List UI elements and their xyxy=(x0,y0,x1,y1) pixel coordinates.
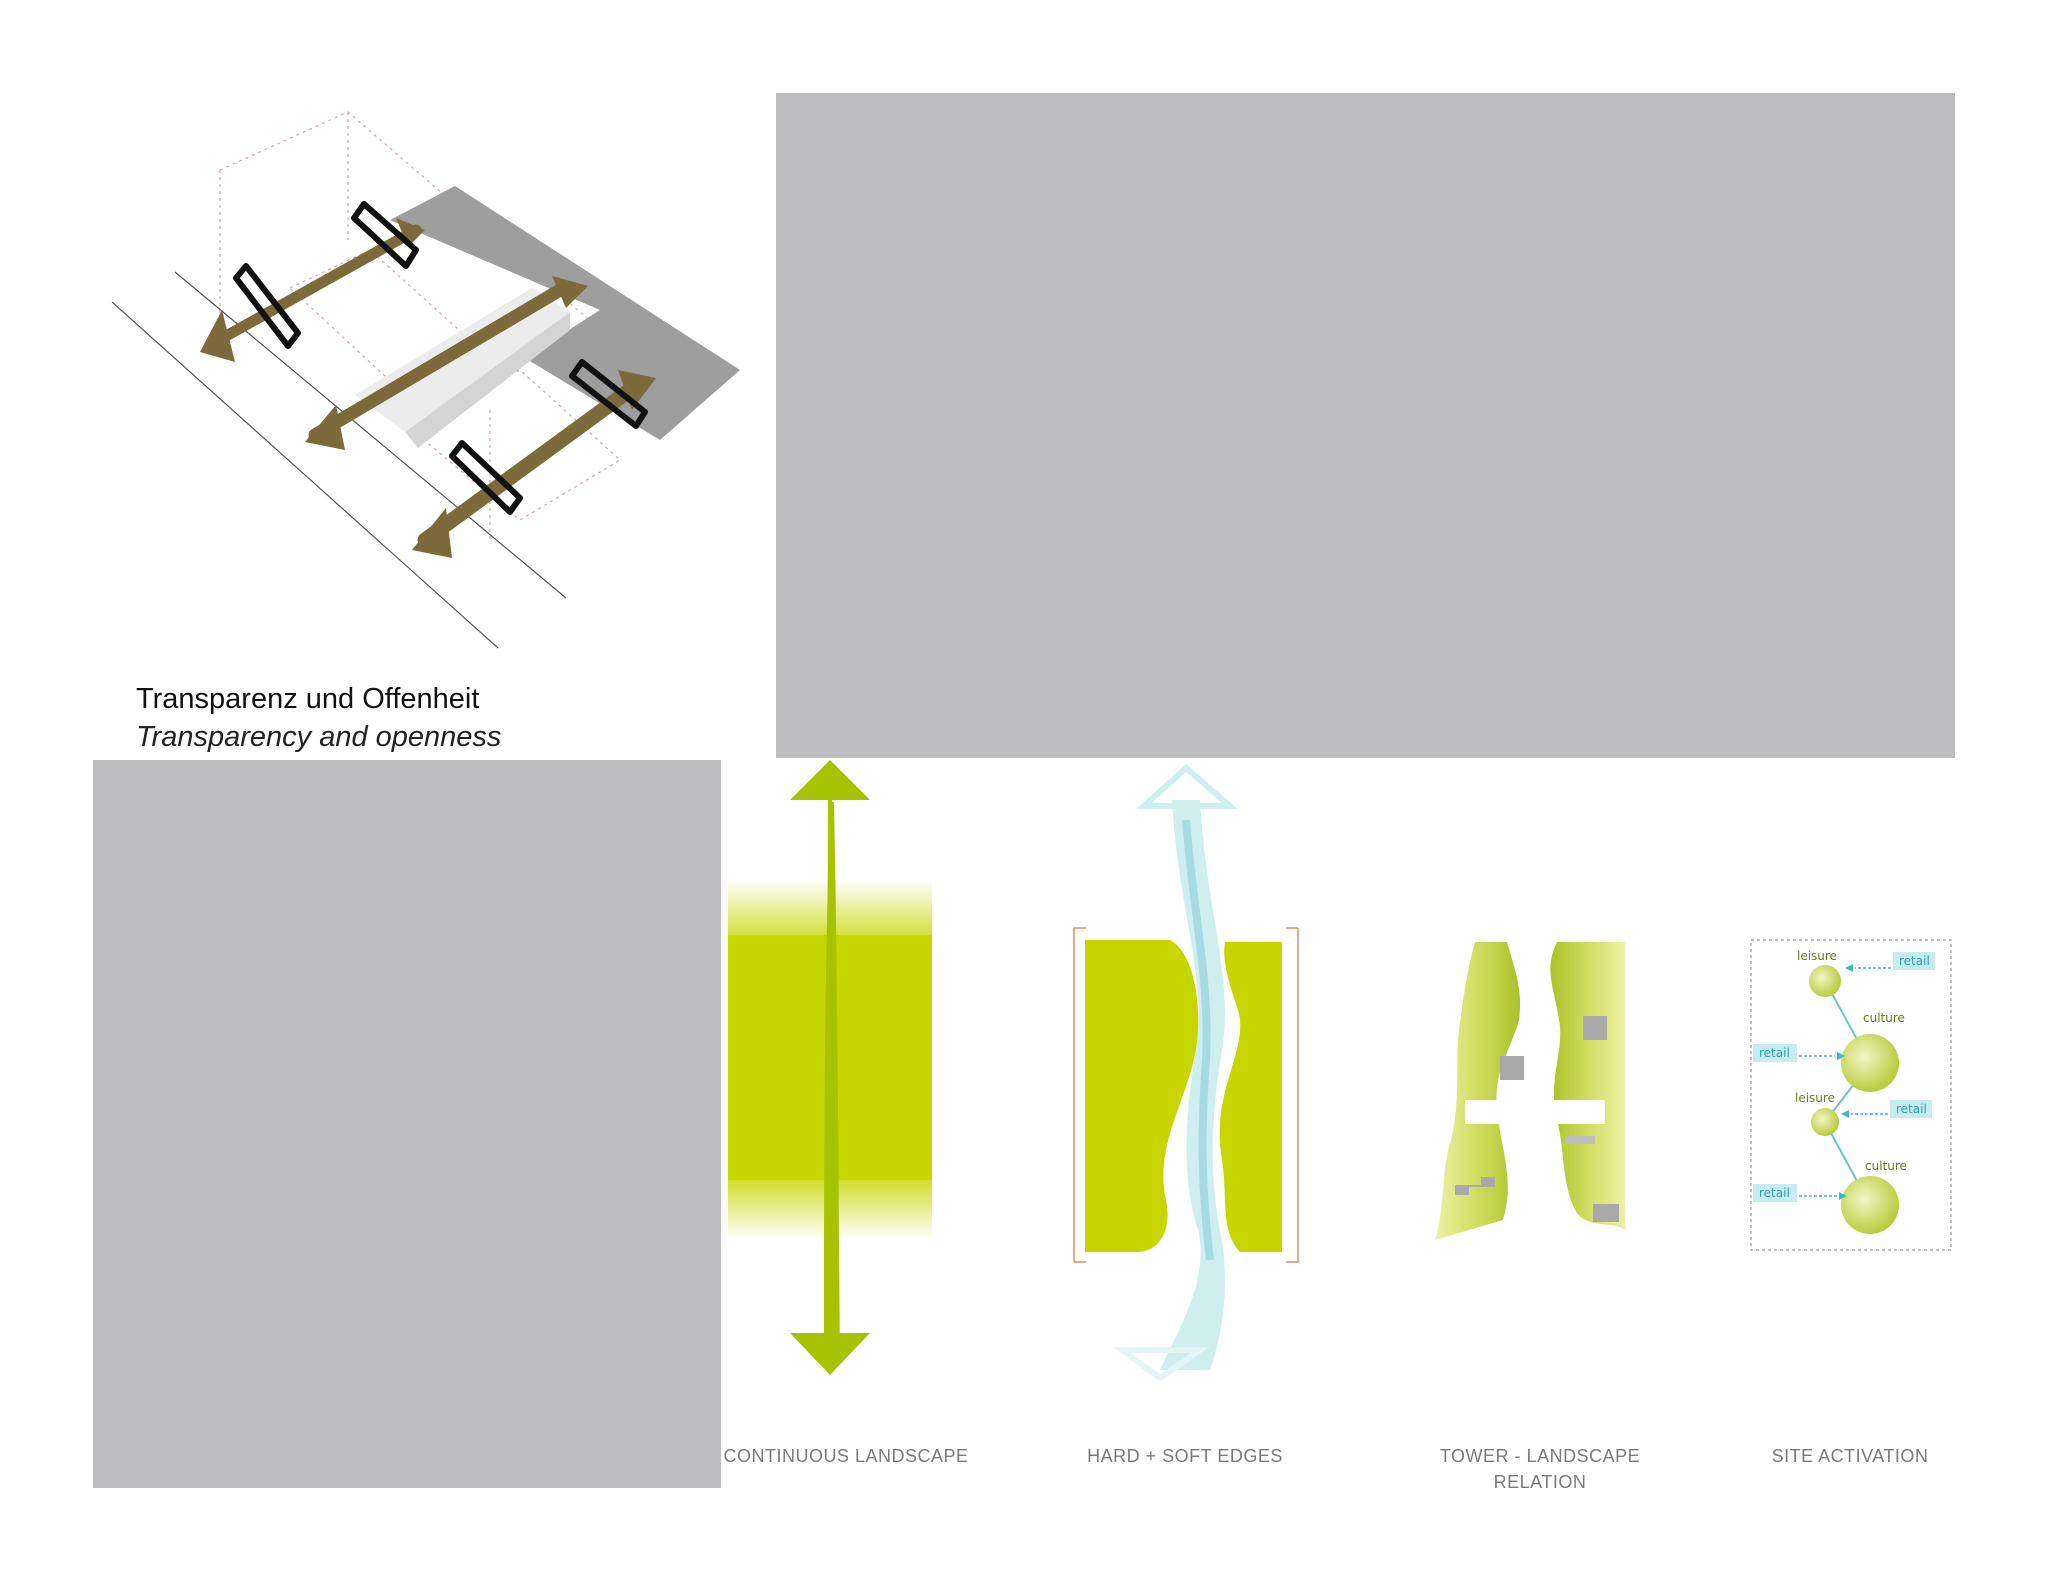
caption-german: Transparenz und Offenheit xyxy=(136,683,480,715)
node-label: leisure xyxy=(1797,949,1837,963)
concept-label-tower-landscape: TOWER - LANDSCAPE RELATION xyxy=(1439,1446,1641,1492)
retail-tag: retail xyxy=(1759,1046,1790,1060)
node-label: culture xyxy=(1863,1011,1905,1025)
retail-tag: retail xyxy=(1896,1102,1927,1116)
image-placeholder-bottom xyxy=(93,760,721,1488)
retail-tag: retail xyxy=(1899,954,1930,968)
node-label: culture xyxy=(1865,1159,1907,1173)
caption-english: Transparency and openness xyxy=(136,721,502,753)
image-placeholder-top xyxy=(776,93,1955,758)
continuous-landscape-diagram xyxy=(728,760,932,1375)
node-label: leisure xyxy=(1795,1091,1835,1105)
retail-tag: retail xyxy=(1759,1186,1790,1200)
site-activation-diagram: leisure culture leisure culture retail r… xyxy=(1750,939,1952,1251)
concept-label-hard-soft-edges: HARD + SOFT EDGES xyxy=(1087,1446,1283,1466)
transparency-isometric-diagram xyxy=(111,111,740,649)
concept-label-site-activation: SITE ACTIVATION xyxy=(1771,1446,1929,1466)
concept-label-continuous-landscape: CONTINUOUS LANDSCAPE xyxy=(723,1446,969,1466)
hard-soft-edges-diagram xyxy=(1073,763,1299,1380)
tower-landscape-diagram xyxy=(1435,942,1625,1240)
